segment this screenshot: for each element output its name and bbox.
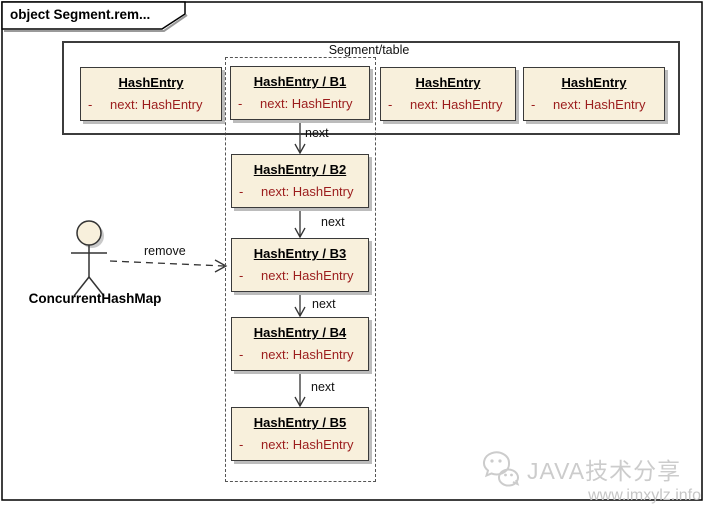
hashentry-object-b3[interactable]: HashEntry / B3 - next: HashEntry [231,238,369,292]
hashentry-attribute: - next: HashEntry [524,97,664,112]
attribute-text: next: HashEntry [410,97,503,112]
hashentry-title: HashEntry [415,75,481,90]
hashentry-object-b4[interactable]: HashEntry / B4 - next: HashEntry [231,317,369,371]
frame-tab-shadow [4,14,188,32]
remove-message-arrow [109,259,228,273]
attribute-text: next: HashEntry [261,268,354,283]
hashentry-attribute: - next: HashEntry [231,96,369,111]
attribute-text: next: HashEntry [261,347,354,362]
next-arrow-b3-b4 [294,293,306,318]
remove-message-label: remove [144,244,186,258]
hashentry-object-b5[interactable]: HashEntry / B5 - next: HashEntry [231,407,369,461]
hashentry-title: HashEntry [561,75,627,90]
hashentry-title: HashEntry / B5 [253,415,347,430]
hashentry-title: HashEntry / B4 [253,325,347,340]
attribute-text: next: HashEntry [260,96,353,111]
actor-body [71,245,107,297]
hashentry-attribute: - next: HashEntry [232,268,368,283]
frame-tab [1,1,186,30]
hashentry-title: HashEntry [118,75,184,90]
next-link-label-2: next [321,215,345,229]
frame-title: object Segment.rem... [10,7,151,22]
hashentry-attribute: - next: HashEntry [232,347,368,362]
hashentry-object-b2[interactable]: HashEntry / B2 - next: HashEntry [231,154,369,208]
visibility-marker: - [88,97,93,112]
visibility-marker: - [388,97,393,112]
next-link-label-1: next [305,126,329,140]
hashentry-object-2[interactable]: HashEntry - next: HashEntry [380,67,516,121]
segment-table-label: Segment/table [328,43,410,57]
visibility-marker: - [239,268,244,283]
attribute-text: next: HashEntry [110,97,203,112]
visibility-marker: - [239,184,244,199]
hashentry-object-b1[interactable]: HashEntry / B1 - next: HashEntry [230,66,370,120]
hashentry-attribute: - next: HashEntry [232,437,368,452]
hashentry-attribute: - next: HashEntry [81,97,221,112]
hashentry-title: HashEntry / B3 [253,246,347,261]
visibility-marker: - [531,97,536,112]
visibility-marker: - [239,437,244,452]
hashentry-attribute: - next: HashEntry [232,184,368,199]
attribute-text: next: HashEntry [553,97,646,112]
next-arrow-b1-b2 [294,122,306,155]
segment-table-container[interactable] [62,41,680,135]
hashentry-attribute: - next: HashEntry [381,97,515,112]
hashentry-title: HashEntry / B1 [253,74,347,89]
hashentry-object-3[interactable]: HashEntry - next: HashEntry [523,67,665,121]
actor-head [76,220,102,246]
attribute-text: next: HashEntry [261,184,354,199]
watermark-url: www.imxylz.info [588,487,701,504]
attribute-text: next: HashEntry [261,437,354,452]
next-arrow-b4-b5 [294,372,306,408]
actor-figure[interactable] [71,220,107,297]
next-arrow-b2-b3 [294,209,306,239]
hashentry-title: HashEntry / B2 [253,162,347,177]
wechat-icon [483,451,520,487]
visibility-marker: - [239,347,244,362]
hashentry-object-0[interactable]: HashEntry - next: HashEntry [80,67,222,121]
next-link-label-4: next [311,380,335,394]
visibility-marker: - [238,96,243,111]
bucket-chain-group [225,57,376,482]
actor-label: ConcurrentHashMap [28,291,162,306]
watermark-brand: JAVA技术分享 [527,458,682,484]
next-link-label-3: next [312,297,336,311]
